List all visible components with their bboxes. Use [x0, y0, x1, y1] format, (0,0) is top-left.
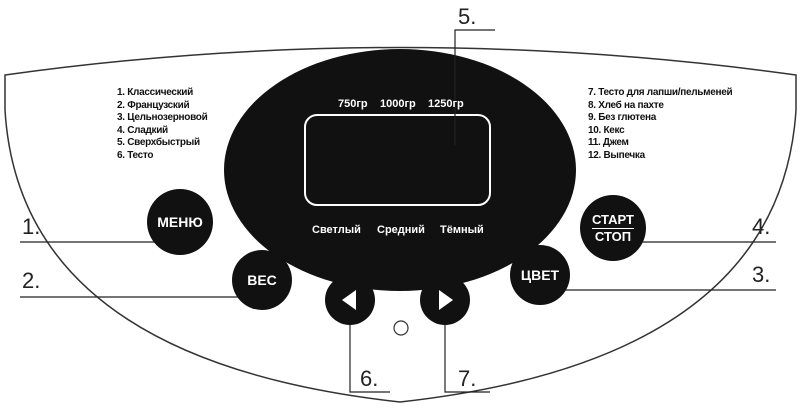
- weight-label: 1250гр: [428, 98, 464, 110]
- weight-label: 1000гр: [380, 98, 416, 110]
- program-item: 11. Джем: [588, 137, 629, 148]
- program-item: 9. Без глютена: [588, 112, 657, 123]
- start-label: СТАРТ: [591, 211, 634, 229]
- menu-button[interactable]: МЕНЮ: [147, 189, 213, 255]
- right-arrow-button[interactable]: [420, 275, 470, 325]
- callout-4: 4.: [752, 214, 771, 239]
- triangle-left-icon: [342, 290, 356, 310]
- weight-button[interactable]: ВЕС: [232, 250, 292, 310]
- start-stop-button[interactable]: СТАРТ СТОП: [580, 195, 646, 261]
- color-button-label: ЦВЕТ: [520, 267, 560, 283]
- program-item: 2. Французский: [117, 99, 190, 111]
- crust-label: Светлый: [312, 224, 361, 236]
- weight-button-label: ВЕС: [247, 272, 277, 288]
- program-item: 3. Цельнозерновой: [117, 112, 208, 123]
- program-item: 4. Сладкий: [117, 124, 168, 136]
- crust-label: Средний: [377, 224, 425, 236]
- callout-5: 5.: [458, 4, 477, 29]
- callout-6: 6.: [360, 366, 379, 391]
- weight-label: 750гр: [338, 98, 368, 110]
- program-item: 1. Классический: [117, 87, 194, 98]
- callout-1: 1.: [22, 214, 41, 239]
- callout-7: 7.: [458, 366, 477, 391]
- left-arrow-button[interactable]: [325, 275, 375, 325]
- color-button[interactable]: ЦВЕТ: [510, 245, 570, 305]
- program-list-left: 1. Классический 2. Французский 3. Цельно…: [117, 87, 208, 162]
- stop-label: СТОП: [594, 228, 632, 244]
- program-item: 8. Хлеб на пахте: [588, 99, 664, 111]
- program-item: 6. Тесто: [117, 149, 154, 161]
- menu-label: МЕНЮ: [157, 214, 203, 230]
- callout-2: 2.: [22, 268, 41, 293]
- program-list-right: 7. Тесто для лапши/пельменей 8. Хлеб на …: [588, 87, 733, 162]
- crust-label: Тёмный: [440, 224, 484, 236]
- program-item: 5. Сверхбыстрый: [117, 137, 200, 148]
- program-item: 10. Кекс: [588, 124, 625, 136]
- program-item: 7. Тесто для лапши/пельменей: [588, 87, 733, 98]
- triangle-right-icon: [439, 290, 453, 310]
- callout-3: 3.: [752, 262, 771, 287]
- program-item: 12. Выпечка: [588, 149, 645, 161]
